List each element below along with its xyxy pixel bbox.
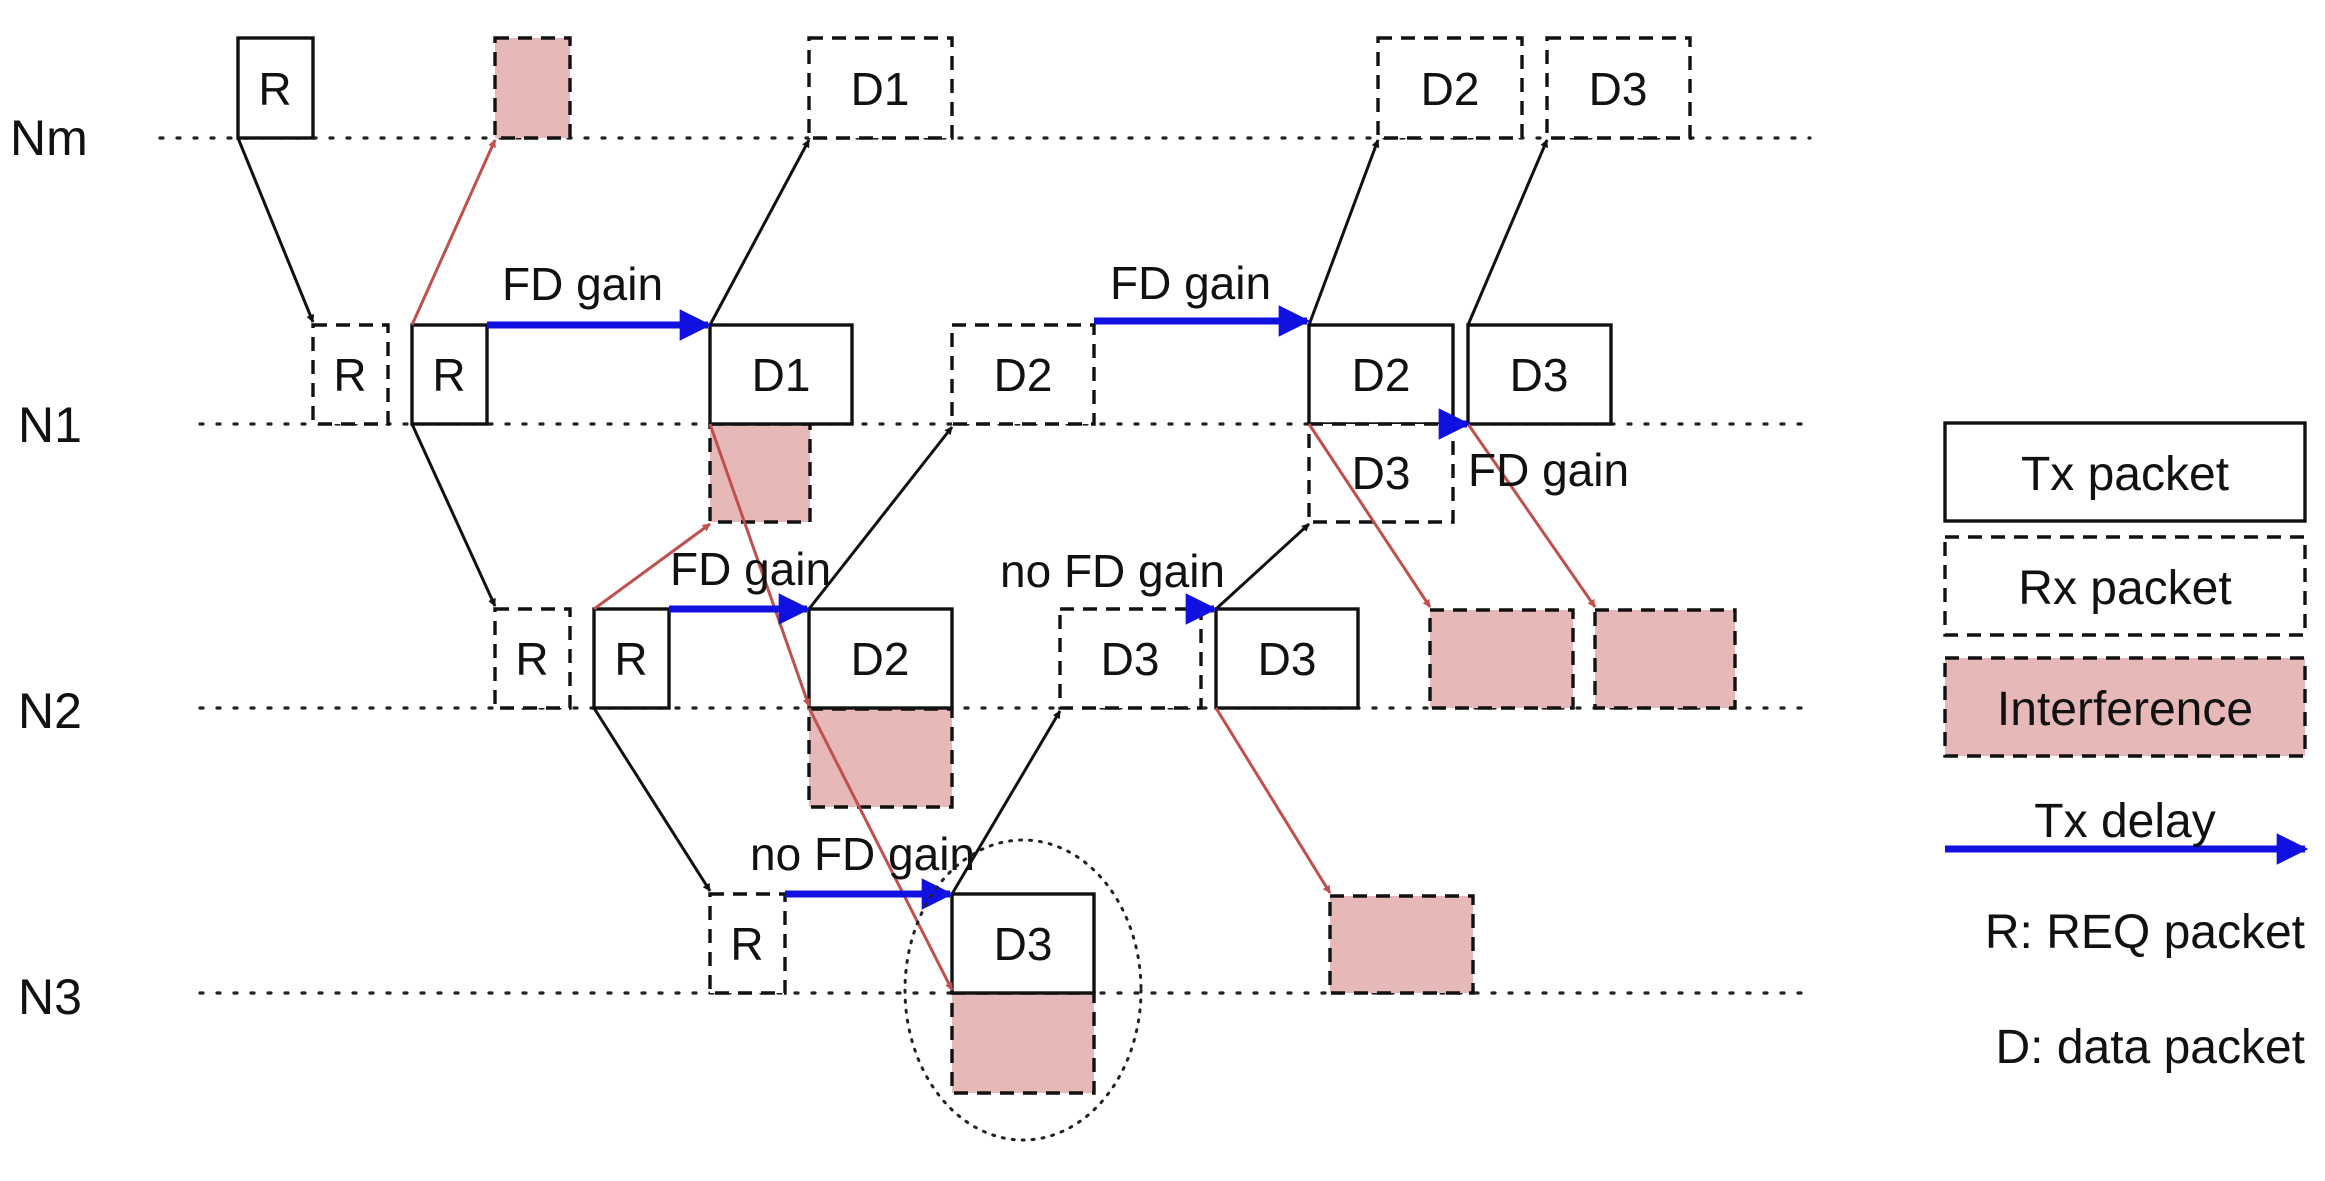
legend-rx-swatch: [1943, 535, 2307, 637]
legend-interference-swatch: [1943, 656, 2307, 758]
interference-arrow-6: [1466, 423, 1597, 608]
gain-label-n2-d3: no FD gain: [1000, 545, 1225, 597]
packet-label-n1-r-rx: R: [333, 349, 366, 401]
legend-tx-swatch: [1943, 421, 2307, 523]
transmission-arrows: [236, 137, 1549, 895]
arrow-n2-to-n3-req: [592, 707, 712, 892]
interference-box-nm: [493, 36, 572, 140]
packet-label-n1-d2-tx: D2: [1352, 349, 1411, 401]
interference-boxes: [493, 36, 1737, 1095]
arrow-n1-to-nm-d1: [708, 139, 811, 326]
rx-packet-n2-r: [493, 607, 572, 710]
packet-label-nm-d1: D1: [851, 63, 910, 115]
interference-box-n3-d3: [1328, 894, 1475, 995]
legend-data-note: D: data packet: [1995, 1021, 2305, 1074]
rx-packet-n1-r: [311, 323, 390, 426]
gain-label-n2-d2: FD gain: [670, 543, 831, 595]
arrow-n1-to-n2-req: [410, 423, 497, 607]
interference-arrow-7: [1214, 707, 1332, 894]
packet-label-n3-r: R: [730, 918, 763, 970]
tx-packet-n1-d3: [1466, 323, 1613, 426]
gain-label-n1-d2: FD gain: [1110, 257, 1271, 309]
arrow-n2-to-n1-d3: [1214, 522, 1311, 611]
rx-packet-n2-d3: [1058, 607, 1203, 710]
packet-labels: R D1 D2 D3 R R D1 D2 D2 D3 D3 R R D2 D3 …: [258, 63, 1647, 970]
interference-arrow-3: [708, 423, 811, 707]
packet-label-n1-d1: D1: [752, 349, 811, 401]
packet-label-n1-d3-rx: D3: [1352, 447, 1411, 499]
node-label-nm: Nm: [10, 110, 88, 166]
legend-tx-delay-label: Tx delay: [2034, 795, 2215, 848]
arrow-nm-to-n1-req: [236, 137, 315, 323]
gain-label-n1-d3: FD gain: [1468, 444, 1629, 496]
packet-label-nm-d2: D2: [1421, 63, 1480, 115]
interference-arrows: [410, 139, 1597, 991]
packet-label-nm-d3: D3: [1589, 63, 1648, 115]
rx-packet-n1-d2: [950, 323, 1096, 426]
arrow-n3-to-n2-d3: [950, 710, 1062, 895]
tx-packet-n1-d1: [708, 323, 854, 426]
legend: Tx packet Rx packet Interference Tx dela…: [1943, 421, 2309, 1074]
tx-packet-n2-d3: [1214, 607, 1360, 710]
arrow-n1-to-nm-d3: [1466, 139, 1549, 326]
legend-tx-label: Tx packet: [2021, 448, 2229, 501]
tx-packet-n1-r: [410, 323, 489, 426]
node-label-n1: N1: [18, 397, 82, 453]
packet-label-n3-d3: D3: [994, 918, 1053, 970]
gain-label-n1-d1: FD gain: [502, 258, 663, 310]
packet-label-n1-d3-tx: D3: [1510, 349, 1569, 401]
rx-packet-nm-d2: [1376, 36, 1524, 140]
interference-box-n2: [807, 707, 954, 809]
node-label-n3: N3: [18, 969, 82, 1025]
interference-arrow-1: [410, 139, 497, 326]
packet-label-n1-r-tx: R: [432, 349, 465, 401]
rx-packet-n1-d3: [1307, 422, 1455, 524]
packet-label-n2-d3-rx: D3: [1101, 633, 1160, 685]
packet-label-n2-r-tx: R: [614, 633, 647, 685]
packet-label-n2-d3-tx: D3: [1258, 633, 1317, 685]
packet-label-n2-d2: D2: [851, 633, 910, 685]
interference-arrow-2: [593, 522, 711, 611]
packet-label-n1-d2-rx: D2: [994, 349, 1053, 401]
interference-box-n3: [950, 991, 1096, 1095]
tx-packet-nm-r: [236, 36, 315, 140]
arrow-n1-to-nm-d2: [1307, 139, 1380, 326]
packet-label-nm-r: R: [258, 63, 291, 115]
legend-req-note: R: REQ packet: [1985, 906, 2305, 959]
legend-rx-label: Rx packet: [2018, 562, 2231, 615]
node-label-n2: N2: [18, 683, 82, 739]
interference-arrow-5: [1307, 423, 1432, 608]
highlight-ellipse: [903, 838, 1143, 1142]
interference-box-n1: [708, 422, 812, 524]
arrow-n2-to-n1-d2: [807, 426, 954, 610]
rx-packet-nm-d3: [1545, 36, 1692, 140]
rx-packet-n3-r: [708, 892, 787, 995]
interference-box-n2-d3: [1593, 608, 1737, 710]
packet-label-n2-r-rx: R: [515, 633, 548, 685]
legend-interference-label: Interference: [1997, 683, 2253, 736]
rx-packet-nm-d1: [807, 36, 954, 140]
tx-packet-n3-d3: [950, 892, 1096, 995]
tx-packet-n2-d2: [807, 607, 954, 710]
gain-label-n3-d3: no FD gain: [750, 828, 975, 880]
interference-arrow-4: [807, 707, 954, 991]
tx-packet-n2-r: [592, 607, 671, 710]
interference-box-n2-d2: [1428, 608, 1575, 710]
tx-delay-arrows: [487, 305, 1471, 910]
